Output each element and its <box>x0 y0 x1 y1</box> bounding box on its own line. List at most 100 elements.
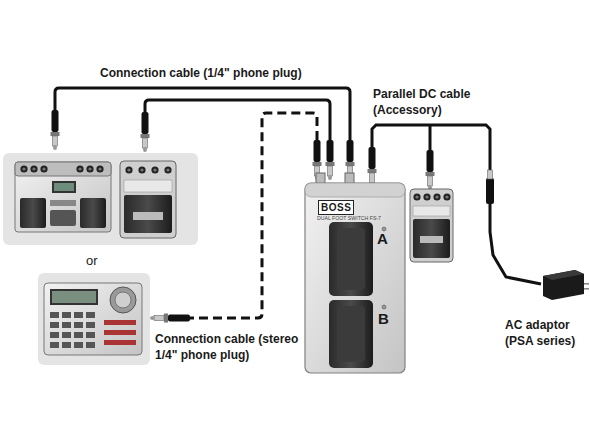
fs7-footswitch <box>337 306 365 362</box>
compact-pedal <box>164 166 171 173</box>
compact-pedal <box>433 193 440 200</box>
multi-effects-unit <box>86 165 93 172</box>
compact-pedal <box>120 161 176 238</box>
illustration <box>326 140 335 180</box>
cable-label: Connection cable (1/4" phone plug) <box>100 65 302 81</box>
drum-machine <box>104 340 136 345</box>
ac-adaptor <box>543 270 584 300</box>
fs7-footswitch <box>382 305 386 309</box>
compact-pedal <box>423 193 430 200</box>
ac-adaptor <box>543 270 584 280</box>
stereo-cable <box>190 113 317 318</box>
drum-machine <box>74 342 83 348</box>
footswitch-unit: BOSSDUAL FOOT SWITCH FS-7A B <box>305 183 405 373</box>
multi-effects-unit <box>96 165 103 172</box>
ac-adaptor: AC adaptor (PSA series) <box>541 269 585 301</box>
illustration <box>426 150 435 190</box>
fs7-footswitch <box>305 183 405 373</box>
fs7-footswitch <box>337 228 365 290</box>
dc-splitter-plug <box>486 178 494 204</box>
multi-effects-unit <box>15 162 111 232</box>
drum-machine <box>44 283 142 355</box>
drum-machine <box>86 312 95 318</box>
dc-branch-cable <box>429 125 432 150</box>
illustration <box>141 112 150 152</box>
device-panel <box>38 273 150 365</box>
multi-effects-unit <box>20 198 46 228</box>
drum-machine <box>50 332 59 338</box>
drum-machine <box>50 342 59 348</box>
drum-machine <box>104 320 136 345</box>
cable-label: Connection cable (stereo 1/4" phone plug… <box>155 331 313 363</box>
fs7-footswitch <box>305 173 405 373</box>
drum-machine <box>86 322 95 328</box>
multi-effects-unit <box>80 198 106 228</box>
dc-splitter-plug <box>488 170 493 179</box>
compact-pedal <box>124 195 172 233</box>
illustration <box>150 314 190 323</box>
alternative-word: or <box>86 252 98 270</box>
dc-splitter-plug <box>486 170 494 204</box>
compact-pedal <box>413 219 450 258</box>
drum-machine <box>50 312 95 348</box>
compact-pedal <box>410 189 453 262</box>
compact-pedal <box>443 193 450 200</box>
drum-machine <box>50 312 59 318</box>
ac-adaptor <box>584 288 589 290</box>
drum-machine <box>52 291 96 303</box>
brand-logo: BOSS <box>318 200 354 215</box>
drum-machine <box>44 283 142 355</box>
drum-machine <box>50 322 59 328</box>
compact-pedal <box>410 189 453 262</box>
drum-machine <box>62 322 71 328</box>
device-panel <box>3 153 198 245</box>
compact-pedal <box>138 166 145 173</box>
multi-effects-unit <box>15 162 111 232</box>
multi-effects-unit <box>50 210 76 226</box>
drum-machine <box>50 289 98 305</box>
drum-machine <box>86 342 95 348</box>
compact-pedal <box>413 206 450 216</box>
compact-pedal <box>151 166 158 173</box>
multi-effects-unit <box>50 200 76 206</box>
drum-machine <box>74 322 83 328</box>
drum-machine <box>104 330 136 335</box>
illustration <box>51 110 60 150</box>
device-label: AC adaptor (PSA series) <box>505 318 590 349</box>
multi-effects-unit <box>20 165 27 172</box>
fs7-footswitch <box>329 300 373 368</box>
ac-adaptor <box>543 270 589 300</box>
multi-effects-unit <box>54 183 74 191</box>
illustration <box>368 147 377 187</box>
compact-pedal <box>133 212 163 220</box>
ac-adaptor <box>584 283 589 285</box>
multi-effects-unit <box>52 181 76 193</box>
drum-machine <box>110 287 136 313</box>
fs7-footswitch <box>329 222 373 296</box>
multi-effects-unit <box>15 162 111 176</box>
compact-pedal <box>124 180 172 192</box>
switch-label: A <box>377 229 388 249</box>
compact-pedal <box>413 193 420 200</box>
model-name: DUAL FOOT SWITCH FS-7 <box>317 215 381 222</box>
multi-effects-unit <box>30 165 37 172</box>
compact-pedal <box>120 161 176 238</box>
drum-machine <box>74 332 83 338</box>
compact-pedal <box>420 236 443 243</box>
drum-machine <box>86 332 95 338</box>
drum-machine <box>62 342 71 348</box>
fs7-footswitch <box>305 183 405 197</box>
switch-label: B <box>378 309 389 329</box>
drum-machine <box>62 312 71 318</box>
multi-effects-unit <box>40 165 47 172</box>
connection-cable <box>145 100 330 140</box>
drum-machine <box>115 292 131 308</box>
drum-machine <box>62 332 71 338</box>
drum-machine <box>104 320 136 325</box>
drum-machine <box>74 312 83 318</box>
compact-pedal <box>125 166 132 173</box>
cable-label: Parallel DC cable (Accessory) <box>373 86 485 118</box>
multi-effects-unit <box>76 165 83 172</box>
